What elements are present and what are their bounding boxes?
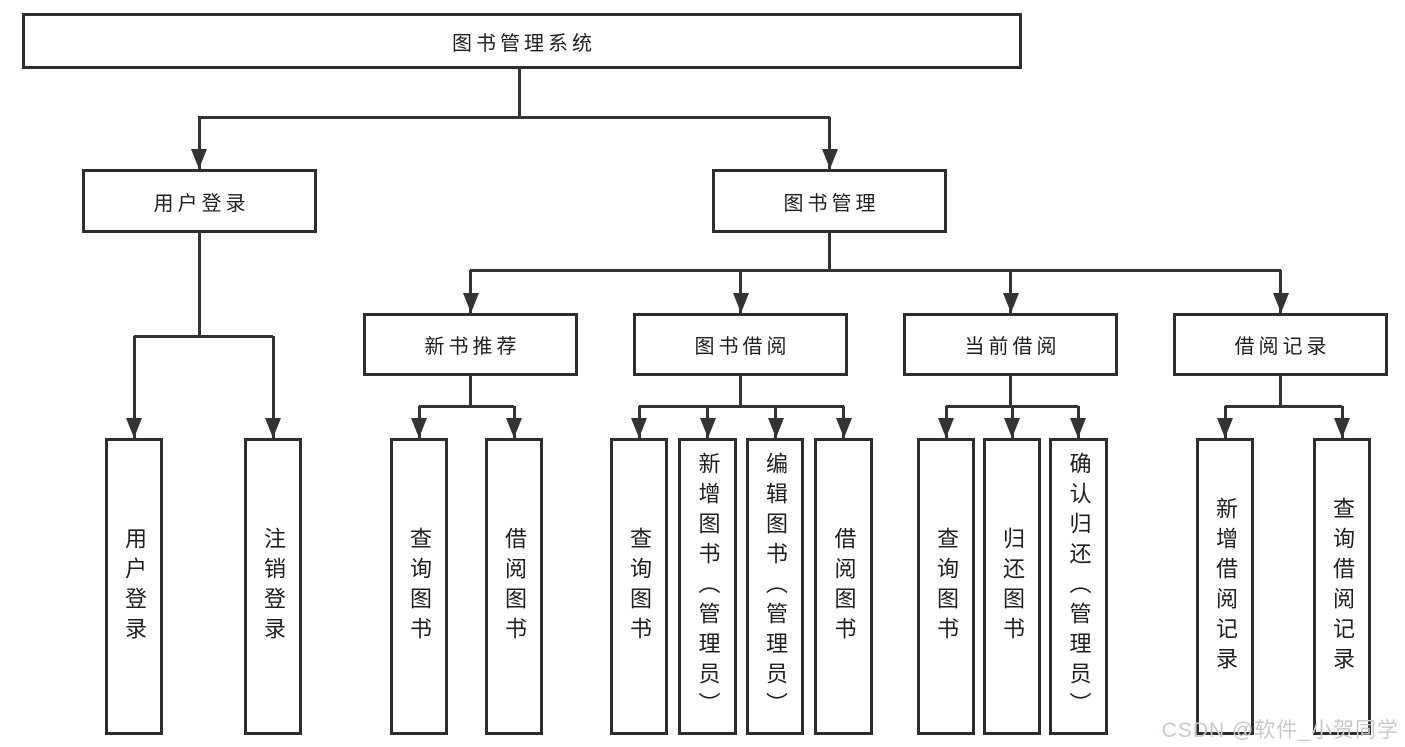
node-label: 新增借阅记录	[1213, 496, 1238, 677]
leaf-add-books-admin: 新增图书（管理员）	[678, 438, 737, 735]
node-label: 新增图书（管理员）	[695, 451, 721, 722]
node-label: 查询图书	[627, 526, 652, 647]
node-label: 查询图书	[407, 526, 432, 647]
arrow-down-icon	[411, 418, 427, 438]
arrow-down-icon	[1217, 418, 1233, 438]
connector-line	[828, 117, 831, 169]
node-label: 新书推荐	[424, 336, 521, 358]
node-label: 图书借阅	[694, 336, 791, 358]
node-label: 借阅图书	[502, 526, 527, 647]
arrow-down-icon	[631, 418, 647, 438]
connector-line	[469, 270, 472, 313]
connector-line	[517, 69, 521, 117]
arrow-down-icon	[835, 418, 852, 438]
connector-line	[134, 334, 273, 338]
node-label: 编辑图书（管理员）	[763, 451, 788, 722]
leaf-return-books: 归还图书	[983, 438, 1041, 735]
leaf-search-books-borrow: 查询图书	[610, 438, 668, 735]
leaf-borrow-books-recommend: 借阅图书	[485, 438, 543, 735]
node-book-borrow: 图书借阅	[633, 313, 848, 376]
connector-line	[470, 268, 1281, 272]
arrow-down-icon	[821, 149, 838, 169]
leaf-user-login: 用户登录	[105, 438, 163, 735]
node-label: 用户登录	[122, 526, 147, 647]
node-label: 借阅图书	[831, 526, 857, 647]
leaf-search-borrow-record: 查询借阅记录	[1313, 438, 1371, 735]
node-user-login: 用户登录	[82, 169, 317, 233]
arrow-down-icon	[126, 418, 142, 438]
connector-line	[419, 404, 514, 408]
arrow-down-icon	[699, 418, 716, 438]
arrow-down-icon	[1272, 293, 1289, 313]
connector-line	[1009, 270, 1012, 313]
node-book-management: 图书管理	[712, 169, 947, 233]
leaf-search-books-current: 查询图书	[917, 438, 975, 735]
arrow-down-icon	[462, 293, 479, 313]
leaf-confirm-return-admin: 确认归还（管理员）	[1049, 438, 1108, 735]
node-label: 用户登录	[153, 192, 250, 215]
node-new-book-recommend: 新书推荐	[363, 313, 578, 376]
leaf-search-books-recommend: 查询图书	[390, 438, 448, 735]
connector-line	[197, 233, 201, 336]
arrow-down-icon	[732, 293, 749, 313]
csdn-watermark: CSDN @软件_小贺同学	[1161, 719, 1399, 742]
arrow-down-icon	[1004, 418, 1020, 438]
connector-line	[639, 404, 844, 408]
node-label: 归还图书	[1000, 526, 1025, 647]
leaf-logout: 注销登录	[244, 438, 302, 735]
connector-line	[739, 270, 742, 313]
arrow-down-icon	[1002, 293, 1019, 313]
leaf-add-borrow-record: 新增借阅记录	[1196, 438, 1254, 735]
arrow-down-icon	[1334, 418, 1350, 438]
node-label: 查询借阅记录	[1330, 496, 1355, 677]
node-label: 当前借阅	[964, 336, 1061, 358]
node-label: 图书管理	[783, 192, 880, 215]
arrow-down-icon	[767, 418, 784, 438]
connector-line	[198, 115, 830, 119]
connector-line	[1279, 376, 1282, 406]
connector-line	[828, 233, 831, 270]
arrow-down-icon	[506, 418, 522, 438]
connector-line	[197, 117, 201, 169]
arrow-down-icon	[265, 418, 281, 438]
connector-line	[132, 336, 136, 438]
connector-line	[469, 376, 472, 406]
node-label: 确认归还（管理员）	[1066, 451, 1092, 722]
connector-line	[739, 376, 742, 406]
leaf-edit-books-admin: 编辑图书（管理员）	[746, 438, 804, 735]
node-current-borrow: 当前借阅	[903, 313, 1118, 376]
node-label: 查询图书	[934, 526, 959, 647]
arrow-down-icon	[938, 418, 954, 438]
node-label: 注销登录	[261, 526, 286, 647]
connector-line	[1279, 270, 1282, 313]
connector-line	[1225, 404, 1342, 408]
node-library-system: 图书管理系统	[22, 13, 1022, 69]
node-label: 图书管理系统	[452, 32, 596, 55]
arrow-down-icon	[1070, 418, 1086, 438]
connector-line	[1009, 376, 1012, 406]
node-borrow-records: 借阅记录	[1173, 313, 1388, 376]
node-label: 借阅记录	[1234, 336, 1331, 358]
leaf-borrow-books: 借阅图书	[814, 438, 873, 735]
arrow-down-icon	[191, 149, 207, 169]
connector-line	[271, 336, 275, 438]
